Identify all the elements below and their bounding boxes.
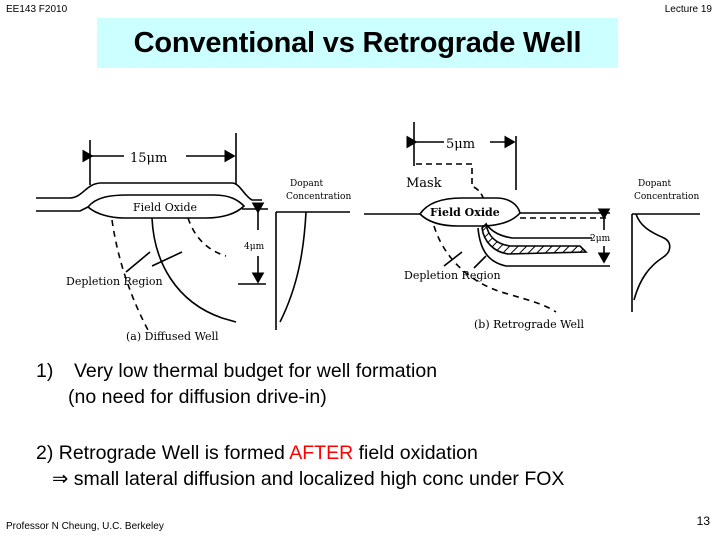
profile-curve-b	[633, 213, 671, 301]
depletion-edge-b	[433, 225, 557, 313]
slide-title: Conventional vs Retrograde Well	[133, 26, 582, 59]
point-2-suffix: field oxidation	[353, 442, 478, 464]
depletion-edge-inner-a	[187, 217, 227, 257]
depletion-pointer-a2	[151, 251, 183, 267]
mask-layer-a	[36, 182, 262, 201]
depletion-label-b: Depletion Region	[404, 269, 501, 282]
dopant-label-b2: Concentration	[634, 192, 699, 202]
mask-label-b: Mask	[406, 176, 442, 191]
point-2-highlight: AFTER	[289, 442, 354, 464]
profile-curve-a	[279, 211, 307, 323]
retrograde-implant-b	[481, 222, 588, 255]
page-number: 13	[696, 514, 710, 528]
depletion-pointer-b1	[443, 251, 463, 267]
retrograde-well-diagram	[364, 122, 700, 313]
oxide-label-b: Field Oxide	[430, 206, 500, 219]
implies-icon: ⇒	[52, 468, 69, 490]
field-oxide-a	[86, 194, 246, 219]
implant-top-edge-b	[485, 223, 592, 239]
point-2-prefix: 2) Retrograde Well is formed	[36, 442, 290, 464]
depletion-pointer-a1	[125, 251, 151, 273]
dopant-label-b1: Dopant	[638, 179, 672, 189]
depth-label-b: 2μm	[590, 234, 611, 244]
point-1-number: 1)	[36, 360, 54, 382]
surface-left-a	[36, 206, 89, 212]
oxide-label-a: Field Oxide	[133, 201, 197, 214]
depletion-edge-outer-a	[111, 219, 149, 331]
course-label: EE143 F2010	[6, 4, 68, 15]
diffused-well-diagram	[36, 133, 350, 331]
point-2-subtext: ⇒ small lateral diffusion and localized …	[52, 466, 564, 492]
dopant-label-a2: Concentration	[286, 192, 351, 202]
point-1-text: Very low thermal budget for well formati…	[74, 360, 438, 382]
point-2-consequence: small lateral diffusion and localized hi…	[68, 468, 565, 490]
caption-b: (b) Retrograde Well	[474, 318, 585, 331]
author-footer: Professor N Cheung, U.C. Berkeley	[6, 521, 164, 532]
dopant-label-a1: Dopant	[290, 179, 324, 189]
dimension-label-a: 15μm	[130, 151, 167, 166]
depletion-pointer-b2	[473, 255, 487, 269]
well-boundary-a	[151, 217, 237, 323]
depletion-label-a: Depletion Region	[66, 275, 163, 288]
field-oxide-b	[418, 197, 521, 227]
point-2-text: 2) Retrograde Well is formed AFTER field…	[36, 440, 478, 466]
well-boundary-b	[477, 227, 610, 267]
point-1-subtext: (no need for diffusion drive-in)	[68, 386, 327, 408]
caption-a: (a) Diffused Well	[126, 330, 219, 343]
lecture-label: Lecture 19	[664, 4, 712, 15]
title-box: Conventional vs Retrograde Well	[97, 18, 618, 68]
dimension-label-b: 5μm	[446, 137, 475, 152]
depth-label-a: 4μm	[244, 242, 265, 252]
well-comparison-figure: 15μm Field Oxide 4μm Depletion Region Do…	[36, 122, 700, 343]
